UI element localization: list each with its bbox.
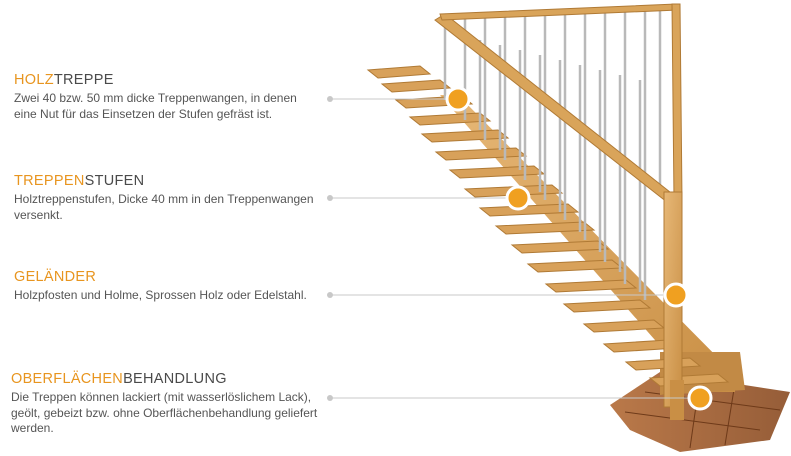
title-highlight: HOLZ [14,72,54,88]
leader-lines [330,98,700,399]
feature-gelaender: GELÄNDER Holzpfosten und Holme, Sprossen… [14,269,314,304]
feature-title: HOLZTREPPE [14,72,314,89]
hotspot-gelaender[interactable] [663,282,689,308]
railing-balusters [443,9,662,300]
hotspot-holztreppe[interactable] [445,86,471,112]
title-highlight: GELÄNDER [14,269,97,285]
feature-description: Holzpfosten und Holme, Sprossen Holz ode… [14,288,307,302]
hotspot-oberflaechenbehandlung[interactable] [687,385,713,411]
stair-steps [366,65,730,387]
title-rest: STUFEN [84,173,145,189]
feature-description: Zwei 40 bzw. 50 mm dicke Treppenwangen, … [14,91,297,121]
feature-title: OBERFLÄCHENBEHANDLUNG [11,371,311,388]
feature-holztreppe: HOLZTREPPE Zwei 40 bzw. 50 mm dicke Trep… [14,72,314,122]
floor-parquet [610,372,790,452]
feature-oberflaechenbehandlung: OBERFLÄCHENBEHANDLUNG Die Treppen können… [11,371,317,437]
feature-title: GELÄNDER [14,269,314,286]
leader-endpoints [327,96,333,401]
feature-description: Holztreppenstufen, Dicke 40 mm in den Tr… [14,192,314,222]
title-rest: BEHANDLUNG [123,371,227,387]
feature-treppenstufen: TREPPENSTUFEN Holztreppenstufen, Dicke 4… [14,173,314,223]
title-rest: TREPPE [53,72,114,88]
title-highlight: TREPPEN [14,173,85,189]
hotspot-treppenstufen[interactable] [505,185,531,211]
title-highlight: OBERFLÄCHEN [11,371,124,387]
hotspot-markers [445,86,713,411]
feature-description: Die Treppen können lackiert (mit wasserl… [11,390,318,435]
feature-title: TREPPENSTUFEN [14,173,314,190]
